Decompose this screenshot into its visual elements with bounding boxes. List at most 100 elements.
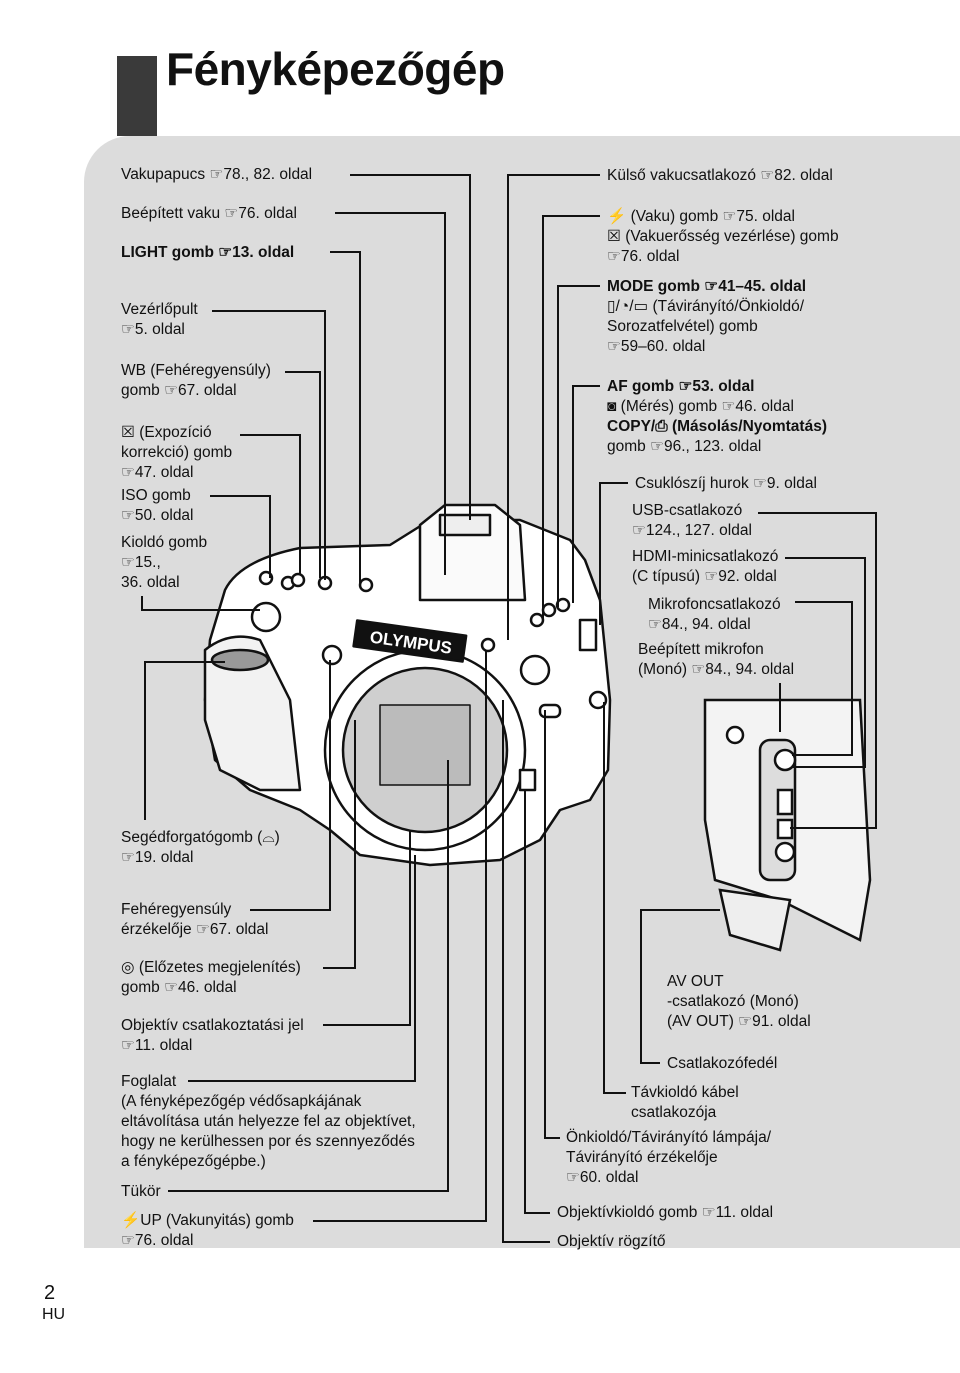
label-af-gomb: AF gomb ☞53. oldal ◙ (Mérés) gomb ☞46. o… bbox=[607, 377, 827, 457]
label-usb: USB-csatlakozó ☞124., 127. oldal bbox=[632, 501, 752, 541]
label-line: AF gomb ☞53. oldal bbox=[607, 378, 755, 395]
label-line: ☞47. oldal bbox=[121, 464, 194, 481]
label-vakupapucs: Vakupapucs ☞78., 82. oldal bbox=[121, 165, 312, 185]
label-av-out: AV OUT -csatlakozó (Monó) (AV OUT) ☞91. … bbox=[667, 972, 811, 1032]
label-tavkioldo-kabel: Távkioldó kábel csatlakozója bbox=[631, 1083, 739, 1123]
label-line: ▯/◔/▭ (Távirányító/Önkioldó/ bbox=[607, 298, 805, 315]
label-line: COPY/⎙ (Másolás/Nyomtatás) bbox=[607, 418, 827, 435]
label-mode-gomb: MODE gomb ☞41–45. oldal ▯/◔/▭ (Távirányí… bbox=[607, 277, 806, 357]
label-line: gomb ☞96., 123. oldal bbox=[607, 438, 762, 455]
label-line: Vezérlőpult bbox=[121, 301, 198, 318]
label-line: MODE gomb ☞41–45. oldal bbox=[607, 278, 807, 295]
label-line: ◙ (Mérés) gomb ☞46. oldal bbox=[607, 398, 794, 415]
label-line: ☞84., 94. oldal bbox=[648, 616, 751, 633]
label-line: ☞60. oldal bbox=[566, 1169, 639, 1186]
label-line: Önkioldó/Távirányító lámpája/ bbox=[566, 1129, 772, 1146]
label-line: ☒ (Vakuerősség vezérlése) gomb bbox=[607, 228, 839, 245]
label-vaku-gomb: ⚡ (Vaku) gomb ☞75. oldal ☒ (Vakuerősség … bbox=[607, 207, 839, 267]
label-line: HDMI-minicsatlakozó bbox=[632, 548, 779, 565]
label-objektiv-jel: Objektív csatlakoztatási jel ☞11. oldal bbox=[121, 1016, 304, 1056]
connector-closeup-illustration bbox=[703, 698, 872, 952]
label-line: USB-csatlakozó bbox=[632, 502, 743, 519]
label-beepitett-mikrofon: Beépített mikrofon (Monó) ☞84., 94. olda… bbox=[638, 640, 794, 680]
title-accent-bar bbox=[117, 56, 157, 136]
label-line: ⚡UP (Vakunyitás) gomb bbox=[121, 1212, 294, 1229]
label-csukloszij: Csuklószíj hurok ☞9. oldal bbox=[635, 474, 817, 494]
label-line: LIGHT gomb ☞13. oldal bbox=[121, 244, 295, 261]
label-line: csatlakozója bbox=[631, 1104, 717, 1121]
label-tukor: Tükör bbox=[121, 1182, 161, 1202]
label-line: Beépített vaku ☞76. oldal bbox=[121, 205, 297, 222]
label-hdmi: HDMI-minicsatlakozó (C típusú) ☞92. olda… bbox=[632, 547, 778, 587]
label-foglalat: Foglalat (A fényképezőgép védősapkájának… bbox=[121, 1072, 416, 1172]
label-line: gomb ☞67. oldal bbox=[121, 382, 237, 399]
label-line: Tükör bbox=[121, 1183, 161, 1200]
label-line: Segédforgatógomb (⌓) bbox=[121, 829, 280, 846]
label-line: érzékelője ☞67. oldal bbox=[121, 921, 269, 938]
label-objektiv-rogzito: Objektív rögzítő bbox=[557, 1232, 666, 1252]
label-line: AV OUT bbox=[667, 973, 724, 990]
label-line: ☞124., 127. oldal bbox=[632, 522, 752, 539]
label-line: Csuklószíj hurok ☞9. oldal bbox=[635, 475, 817, 492]
label-line: ☞76. oldal bbox=[607, 248, 680, 265]
label-line: Objektív csatlakoztatási jel bbox=[121, 1017, 304, 1034]
label-line: korrekció) gomb bbox=[121, 444, 233, 461]
label-line: (C típusú) ☞92. oldal bbox=[632, 568, 777, 585]
label-line: ☞15., bbox=[121, 554, 161, 571]
label-mikrofoncsatlakozo: Mikrofoncsatlakozó ☞84., 94. oldal bbox=[648, 595, 781, 635]
label-iso: ISO gomb ☞50. oldal bbox=[121, 486, 194, 526]
label-elozetes: ◎ (Előzetes megjelenítés) gomb ☞46. olda… bbox=[121, 958, 301, 998]
label-line: Külső vakucsatlakozó ☞82. oldal bbox=[607, 167, 833, 184]
label-line: 36. oldal bbox=[121, 574, 180, 591]
label-objektivkioldo: Objektívkioldó gomb ☞11. oldal bbox=[557, 1203, 773, 1223]
label-line: WB (Fehéregyensúly) bbox=[121, 362, 271, 379]
leader-lines bbox=[141, 174, 877, 1243]
label-onkioldo-lampa: Önkioldó/Távirányító lámpája/ Távirányít… bbox=[566, 1128, 771, 1188]
label-feheregyensuly-erzekelo: Fehéregyensúly érzékelője ☞67. oldal bbox=[121, 900, 268, 940]
label-line: ☞11. oldal bbox=[121, 1037, 193, 1054]
label-beepitett-vaku: Beépített vaku ☞76. oldal bbox=[121, 204, 297, 224]
label-line: -csatlakozó (Monó) bbox=[667, 993, 799, 1010]
label-line: Objektívkioldó gomb ☞11. oldal bbox=[557, 1204, 774, 1221]
label-line: Távirányító érzékelője bbox=[566, 1149, 718, 1166]
label-line: Beépített mikrofon bbox=[638, 641, 764, 658]
label-line: Vakupapucs ☞78., 82. oldal bbox=[121, 166, 313, 183]
label-line: Mikrofoncsatlakozó bbox=[648, 596, 781, 613]
label-expozicio: ☒ (Expozíció korrekció) gomb ☞47. oldal bbox=[121, 423, 232, 483]
label-kulso-vakucsatlakozo: Külső vakucsatlakozó ☞82. oldal bbox=[607, 166, 833, 186]
label-line: (Monó) ☞84., 94. oldal bbox=[638, 661, 795, 678]
label-line: ☞5. oldal bbox=[121, 321, 185, 338]
label-line: hogy ne kerülhessen por és szennyeződés bbox=[121, 1133, 415, 1150]
page-title: Fényképezőgép bbox=[166, 43, 505, 95]
label-line: ☞59–60. oldal bbox=[607, 338, 706, 355]
label-line: eltávolítása után helyezze fel az objekt… bbox=[121, 1113, 416, 1130]
label-line: Fehéregyensúly bbox=[121, 901, 232, 918]
label-line: ⚡ (Vaku) gomb ☞75. oldal bbox=[607, 208, 795, 225]
label-line: (AV OUT) ☞91. oldal bbox=[667, 1013, 811, 1030]
page-number: 2 bbox=[44, 1282, 56, 1304]
label-line: ◎ (Előzetes megjelenítés) bbox=[121, 959, 301, 976]
label-line: ☞76. oldal bbox=[121, 1232, 194, 1249]
label-vezerlopult: Vezérlőpult ☞5. oldal bbox=[121, 300, 198, 340]
label-light-gomb: LIGHT gomb ☞13. oldal bbox=[121, 243, 294, 263]
label-line: (A fényképezőgép védősapkájának bbox=[121, 1093, 362, 1110]
label-line: Távkioldó kábel bbox=[631, 1084, 739, 1101]
label-line: gomb ☞46. oldal bbox=[121, 979, 237, 996]
label-wb: WB (Fehéregyensúly) gomb ☞67. oldal bbox=[121, 361, 271, 401]
label-line: ☞50. oldal bbox=[121, 507, 194, 524]
label-segedforgato: Segédforgatógomb (⌓) ☞19. oldal bbox=[121, 828, 280, 868]
label-line: Csatlakozófedél bbox=[667, 1055, 778, 1072]
label-line: ISO gomb bbox=[121, 487, 191, 504]
label-line: Kioldó gomb bbox=[121, 534, 208, 551]
label-kioldo: Kioldó gomb ☞15., 36. oldal bbox=[121, 533, 207, 593]
label-vakunyitas: ⚡UP (Vakunyitás) gomb ☞76. oldal bbox=[121, 1211, 294, 1251]
language-code: HU bbox=[42, 1306, 66, 1323]
camera-body-illustration bbox=[203, 503, 612, 867]
label-csatlakozofedel: Csatlakozófedél bbox=[667, 1054, 777, 1074]
label-line: Sorozatfelvétel) gomb bbox=[607, 318, 758, 335]
label-line: Foglalat bbox=[121, 1073, 177, 1090]
label-line: ☒ (Expozíció bbox=[121, 424, 212, 441]
label-line: ☞19. oldal bbox=[121, 849, 194, 866]
label-line: a fényképezőgépbe.) bbox=[121, 1153, 266, 1170]
